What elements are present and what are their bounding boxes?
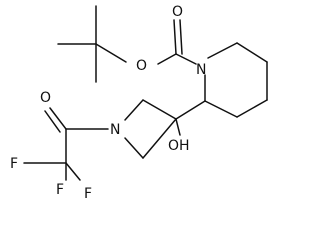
bond-azetidine-n-c4 (124, 137, 144, 159)
chemical-structure-diagram: O O N O N OH F F F (10, 4, 268, 202)
bond-acyl-double-1 (49, 107, 67, 130)
bond-ring-n-c6 (207, 42, 238, 59)
atom-label-o-carbonyl: O (172, 4, 183, 20)
atom-label-f-top: F (56, 182, 64, 198)
bond-azetidine-c2-n (124, 99, 144, 121)
bond-lines (23, 5, 268, 181)
atom-labels: O O N O N OH F F F (10, 4, 206, 202)
atom-label-o-ester: O (136, 58, 147, 74)
bond-tbu-oxygen (95, 43, 127, 63)
atom-label-f-bottom: F (84, 186, 92, 202)
bond-ring-c6-c5 (236, 42, 268, 63)
bond-azetidine-c4-c3 (142, 118, 177, 159)
bond-carbonyl-c-n (175, 53, 197, 65)
bond-carbonyl-double-2 (179, 19, 183, 55)
bond-azetidine-c3-c2 (142, 99, 177, 120)
bond-ring-c4-c3 (236, 99, 268, 118)
atom-label-n-piperidine: N (196, 62, 206, 78)
atom-label-n-azetidine: N (110, 122, 120, 138)
bond-ring-to-azetidine (175, 100, 206, 120)
atom-label-hydroxyl: OH (168, 138, 190, 154)
bond-hydroxyl (175, 118, 181, 136)
bond-ester-o-carbonyl-c (157, 53, 177, 65)
bond-c-f-bottom (65, 162, 81, 181)
bond-ring-c3-c2 (204, 100, 238, 118)
bond-carbonyl-double-1 (173, 19, 177, 55)
bond-acyl-double-2 (44, 110, 61, 133)
atom-label-o-acyl: O (40, 90, 51, 106)
atom-label-f-left: F (10, 156, 18, 172)
